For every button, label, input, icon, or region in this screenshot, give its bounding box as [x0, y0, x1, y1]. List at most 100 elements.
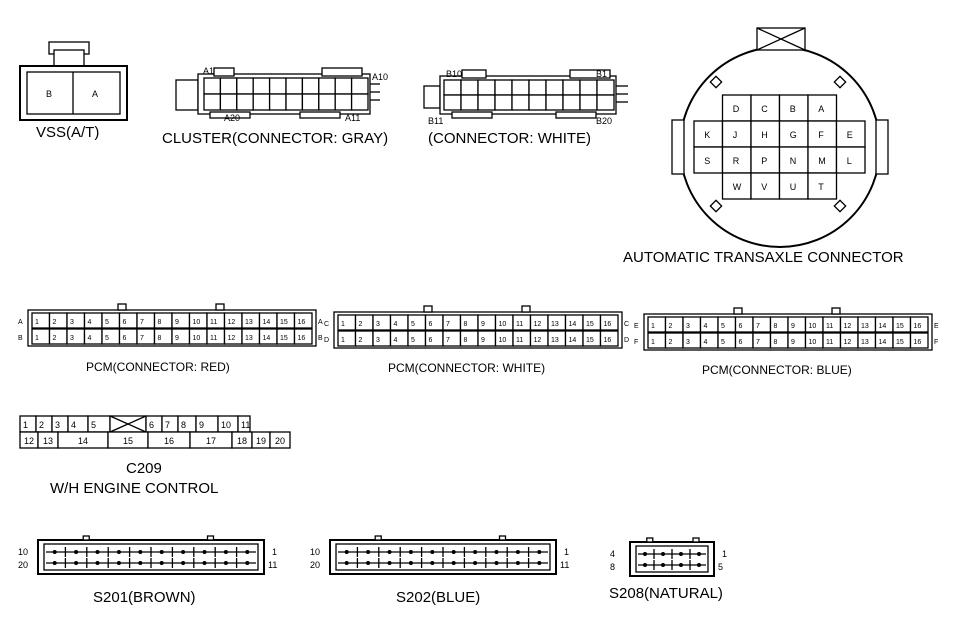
pcm-pin-label: 10: [499, 321, 507, 328]
vss-pin-b: B: [46, 89, 52, 99]
white-pin-cell: [494, 79, 513, 96]
splice-pin-dot: [74, 561, 79, 565]
cluster-pin-cell: [285, 93, 304, 111]
pcm-pin-label: 1: [651, 323, 655, 330]
pcm-pin-label: 5: [105, 319, 109, 326]
pcm-row-label-right: B: [318, 335, 323, 342]
cluster-pin-cell: [252, 77, 271, 95]
white-pin-b1: B1: [596, 69, 607, 79]
c209-pin-label: 20: [275, 436, 285, 446]
transaxle-pin-cell: [721, 94, 752, 122]
pcm-pin-label: 11: [826, 339, 833, 346]
pcm-pin-label: 5: [721, 339, 725, 346]
splice-pin-dot: [661, 552, 665, 556]
splice-pin-dot: [245, 550, 250, 554]
cluster-pin-a20: A20: [224, 113, 240, 123]
transaxle-pin-cell: [807, 94, 838, 122]
white-pin-cell: [596, 79, 615, 96]
pcm-pin-label: 3: [376, 321, 380, 328]
vss-pin-a: A: [92, 89, 98, 99]
s202-title: S202(BLUE): [396, 589, 480, 606]
splice-pin-dot: [451, 550, 456, 554]
splice-pin-dot: [408, 561, 413, 565]
pcm-pin-label: 13: [861, 339, 869, 346]
pcm-pin-label: 9: [791, 323, 795, 330]
pcm-pin-label: 14: [569, 321, 577, 328]
pcm-pin-label: 15: [896, 323, 904, 330]
transaxle-pin-cell: [750, 146, 781, 174]
pcm-pin-label: 15: [896, 339, 904, 346]
splice-right-top: 1: [272, 547, 277, 557]
transaxle-pin-label: C: [761, 104, 768, 114]
pcm-pin-label: 10: [499, 337, 507, 344]
cluster-pin-a11: A11: [345, 113, 360, 123]
splice-pin-dot: [430, 561, 435, 565]
white-pin-cell: [562, 94, 581, 111]
cluster-pin-cell: [350, 77, 369, 95]
transaxle-pin-label: L: [847, 156, 852, 166]
pcm-pin-label: 14: [263, 319, 271, 326]
pcm-pin-label: 14: [569, 337, 577, 344]
pcm-row-label-left: E: [634, 323, 639, 330]
pcm-pin-label: 16: [914, 323, 922, 330]
c209-pin-cell: [269, 431, 291, 449]
c209-pin-label: 3: [55, 420, 60, 430]
white-pin-b20: B20: [596, 116, 612, 126]
pcm-pin-label: 11: [210, 319, 217, 326]
pcm-white-title: PCM(CONNECTOR: WHITE): [388, 361, 545, 375]
splice-pin-dot: [95, 561, 100, 565]
splice-pin-dot: [52, 550, 57, 554]
pcm-pin-label: 5: [411, 337, 415, 344]
pcm-row-label-left: C: [324, 321, 329, 328]
cluster-pin-cell: [301, 77, 320, 95]
vss-title: VSS(A/T): [36, 124, 99, 141]
white-pin-cell: [511, 79, 530, 96]
splice-pin-dot: [643, 563, 647, 567]
pcm-pin-label: 5: [721, 323, 725, 330]
cluster-pin-cell: [285, 77, 304, 95]
splice-latch: [374, 535, 382, 541]
pcm-housing: [643, 313, 933, 351]
pcm-pin-label: 12: [534, 321, 542, 328]
c209-blank-mark: [109, 415, 147, 433]
splice-pin-dot: [473, 561, 478, 565]
pcm-row-label-left: D: [324, 337, 329, 344]
transaxle-pin-label: K: [704, 130, 710, 140]
white-pin-cell: [460, 94, 479, 111]
transaxle-pin-cell: [835, 146, 866, 174]
splice-pin-dot: [181, 550, 186, 554]
transaxle-pin-label: S: [704, 156, 710, 166]
pcm-row-label-right: E: [934, 323, 939, 330]
pcm-pin-label: 1: [651, 339, 655, 346]
transaxle-pin-label: G: [790, 130, 797, 140]
pcm-latch: [215, 303, 225, 311]
pcm-pin-label: 15: [280, 319, 288, 326]
vss-connector: B A VSS(A/T): [19, 41, 128, 141]
pcm-pin-label: 12: [534, 337, 542, 344]
pcm-housing: [27, 309, 317, 347]
pcm-pin-label: 13: [551, 337, 559, 344]
pcm-pin-label: 16: [604, 321, 612, 328]
pcm-pin-label: 6: [739, 339, 743, 346]
pcm-row-label-left: F: [634, 339, 638, 346]
pcm-pin-label: 15: [280, 335, 288, 342]
splice-pin-dot: [679, 563, 683, 567]
white-pin-cell: [562, 79, 581, 96]
transaxle-pin-label: R: [733, 156, 740, 166]
pcm-pin-label: 11: [516, 321, 523, 328]
pcm-pin-label: 8: [158, 319, 162, 326]
c209-subtitle: W/H ENGINE CONTROL: [50, 480, 218, 497]
splice-latch: [82, 535, 90, 541]
splice-right-bottom: 11: [560, 560, 569, 570]
cluster-pin-cell: [318, 93, 336, 111]
c209-pin-label: 12: [24, 436, 34, 446]
splice-housing: [329, 539, 557, 575]
pcm-pin-label: 8: [464, 321, 468, 328]
white-pin-cell: [511, 94, 530, 111]
splice-pin-dot: [697, 563, 701, 567]
splice-left-top: 10: [310, 547, 320, 557]
c209-pin-label: 11: [241, 420, 250, 430]
pcm-row-label-right: D: [624, 337, 629, 344]
